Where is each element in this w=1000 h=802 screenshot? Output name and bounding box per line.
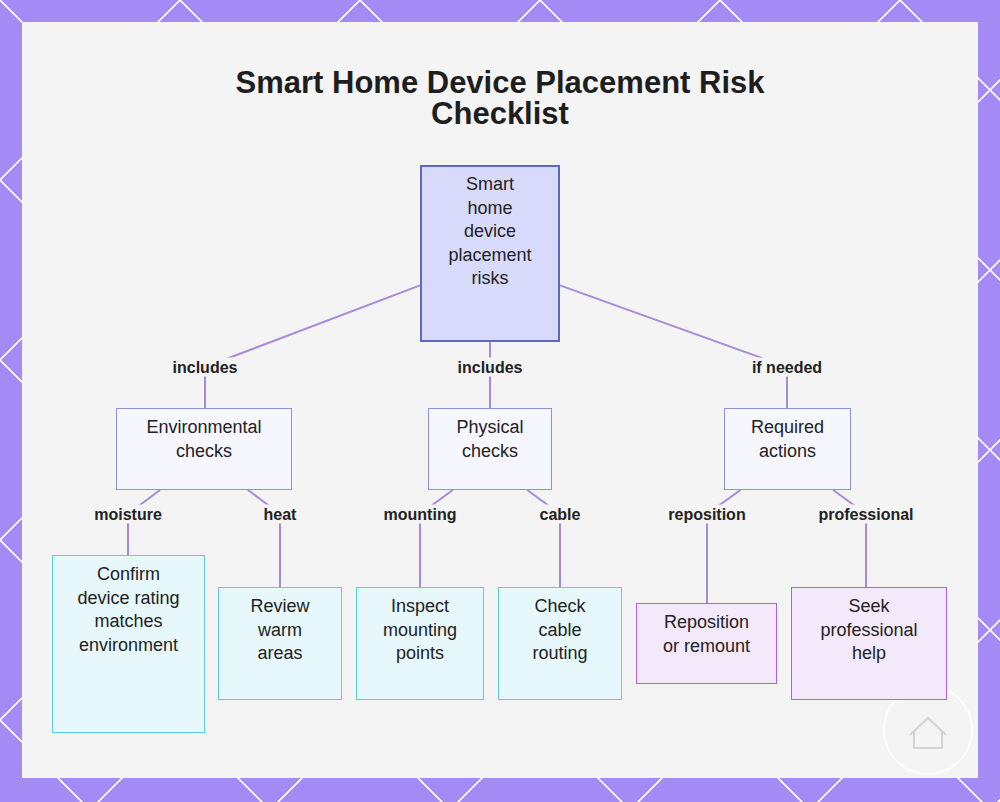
edge-label: professional <box>815 505 916 524</box>
node-text: Seek professional help <box>815 595 923 666</box>
node-text: Required actions <box>737 416 838 463</box>
edge-label: mounting <box>381 505 460 524</box>
category-box: Environmental checks <box>116 408 292 490</box>
edge-label: cable <box>537 505 584 524</box>
node-text: Review warm areas <box>236 595 324 666</box>
panel <box>22 22 978 778</box>
edge-label: if needed <box>749 358 825 377</box>
check-box: Check cable routing <box>498 587 622 700</box>
action-box: Reposition or remount <box>636 603 777 684</box>
edge-label: includes <box>170 358 241 377</box>
edge-label: heat <box>261 505 300 524</box>
diagram-title: Smart Home Device Placement Risk Checkli… <box>210 67 790 129</box>
check-box: Inspect mounting points <box>356 587 484 700</box>
node-text: Confirm device rating matches environmen… <box>74 563 183 657</box>
node-text: Environmental checks <box>129 416 279 463</box>
root-box: Smart home device placement risks <box>420 165 560 342</box>
action-box: Seek professional help <box>791 587 947 700</box>
check-box: Review warm areas <box>218 587 342 700</box>
node-text: Physical checks <box>441 416 539 463</box>
edge-label: moisture <box>91 505 165 524</box>
connector-line <box>560 285 787 408</box>
node-text: Check cable routing <box>521 595 599 666</box>
edge-label: includes <box>455 358 526 377</box>
category-box: Required actions <box>724 408 851 490</box>
connector-line <box>205 285 420 408</box>
node-text: Smart home device placement risks <box>447 173 533 291</box>
check-box: Confirm device rating matches environmen… <box>52 555 205 733</box>
edge-label: reposition <box>665 505 748 524</box>
category-box: Physical checks <box>428 408 552 490</box>
node-text: Inspect mounting points <box>376 595 464 666</box>
node-text: Reposition or remount <box>660 611 753 658</box>
